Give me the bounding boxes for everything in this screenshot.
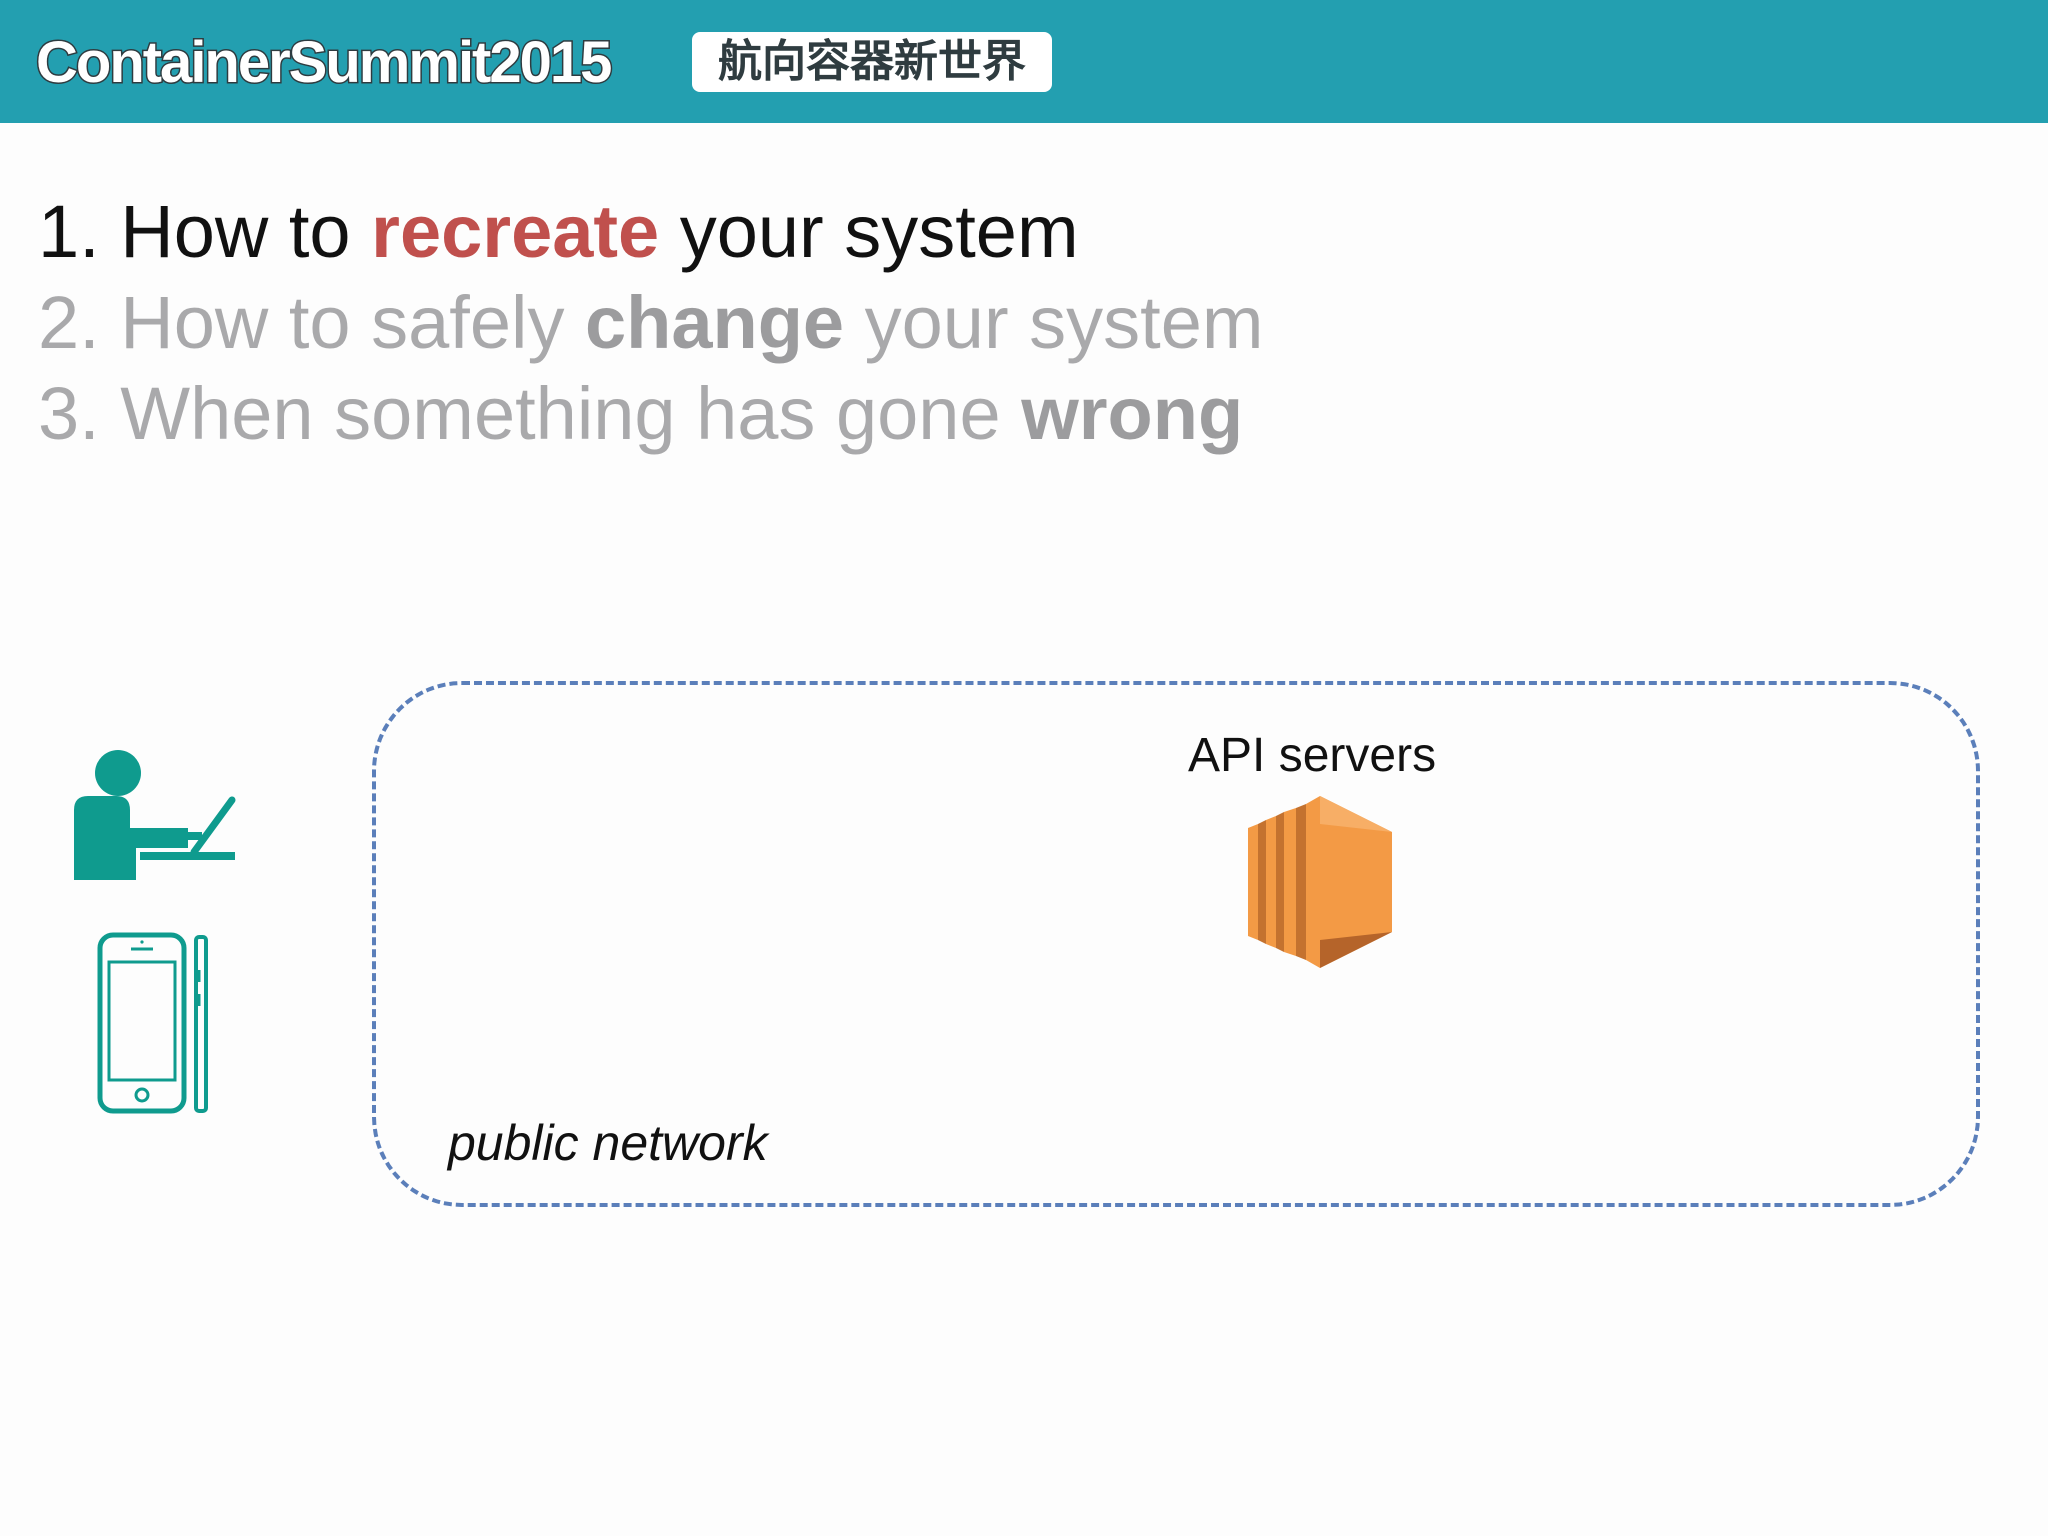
agenda-item-3-keyword: wrong xyxy=(1021,372,1244,455)
smartphone-icon xyxy=(97,932,208,1114)
agenda-item-2: 2. How to safely change your system xyxy=(38,277,1264,368)
tagline-badge: 航向容器新世界 xyxy=(692,32,1052,92)
public-network-boundary xyxy=(372,681,1980,1207)
agenda-item-1-suffix: your system xyxy=(659,190,1079,273)
agenda-item-1: 1. How to recreate your system xyxy=(38,186,1264,277)
agenda-list: 1. How to recreate your system 2. How to… xyxy=(38,186,1264,459)
header-bar: ContainerSummit2015 航向容器新世界 xyxy=(0,0,2048,123)
server-label: API servers xyxy=(1188,729,1437,782)
agenda-item-1-prefix: 1. How to xyxy=(38,190,372,273)
agenda-item-3: 3. When something has gone wrong xyxy=(38,368,1264,459)
brand-logo: ContainerSummit2015 xyxy=(34,29,613,97)
agenda-item-1-keyword: recreate xyxy=(371,190,660,273)
agenda-item-2-prefix: 2. How to safely xyxy=(38,281,586,364)
network-label: public network xyxy=(448,1115,768,1171)
user-laptop-icon xyxy=(74,750,236,880)
server-cluster-icon xyxy=(1248,796,1392,968)
agenda-item-2-keyword: change xyxy=(585,281,845,364)
agenda-item-3-prefix: 3. When something has gone xyxy=(38,372,1022,455)
agenda-item-2-suffix: your system xyxy=(844,281,1264,364)
